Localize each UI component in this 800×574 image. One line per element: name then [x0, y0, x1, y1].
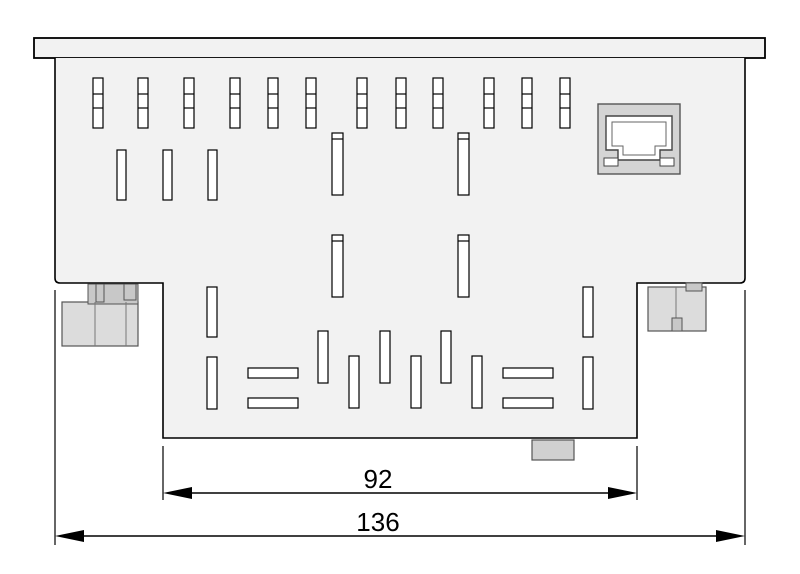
vent-slot [559, 77, 571, 129]
vent-slot [356, 77, 368, 129]
vent-slot [247, 367, 299, 379]
vent-slot [92, 77, 104, 129]
vent-slot [267, 77, 279, 129]
vent-slot [183, 77, 195, 129]
vent-slot [432, 77, 444, 129]
vent-slot [317, 330, 329, 384]
dimension-cutout-width: 92 [163, 464, 637, 499]
vent-slot [410, 355, 422, 409]
vent-slots-bottom [206, 286, 594, 410]
vent-slot [582, 286, 594, 338]
rj45-port [597, 103, 681, 175]
dimension-label-92: 92 [364, 464, 393, 494]
vent-slot [471, 355, 483, 409]
vent-slot [457, 234, 470, 298]
vent-slots-mid [116, 132, 470, 298]
vent-slot [440, 330, 452, 384]
vent-slot [247, 397, 299, 409]
vent-slot [457, 132, 470, 196]
housing-body [54, 58, 746, 439]
vent-slots-top [92, 77, 571, 129]
vent-slot [229, 77, 241, 129]
vent-slot [379, 330, 391, 384]
vent-slot [502, 367, 554, 379]
mount-clip-right [647, 282, 707, 332]
vent-slot [305, 77, 317, 129]
vent-slot [207, 149, 218, 201]
vent-slot [483, 77, 495, 129]
vent-slot [582, 356, 594, 410]
vent-slot [395, 77, 407, 129]
extension-lines [54, 290, 746, 545]
vent-slot [137, 77, 149, 129]
vent-slot [331, 132, 344, 196]
dimension-overall-depth: 136 [55, 507, 745, 542]
vent-slot [331, 234, 344, 298]
vent-slot [521, 77, 533, 129]
vent-slot [162, 149, 173, 201]
vent-slot [116, 149, 127, 201]
dimension-label-136: 136 [356, 507, 399, 537]
vent-slot [206, 356, 218, 410]
bottom-connector [531, 439, 575, 461]
front-plate [33, 37, 766, 59]
mount-clip-left [61, 283, 139, 347]
vent-slot [206, 286, 218, 338]
vent-slot [348, 355, 360, 409]
vent-slot [502, 397, 554, 409]
